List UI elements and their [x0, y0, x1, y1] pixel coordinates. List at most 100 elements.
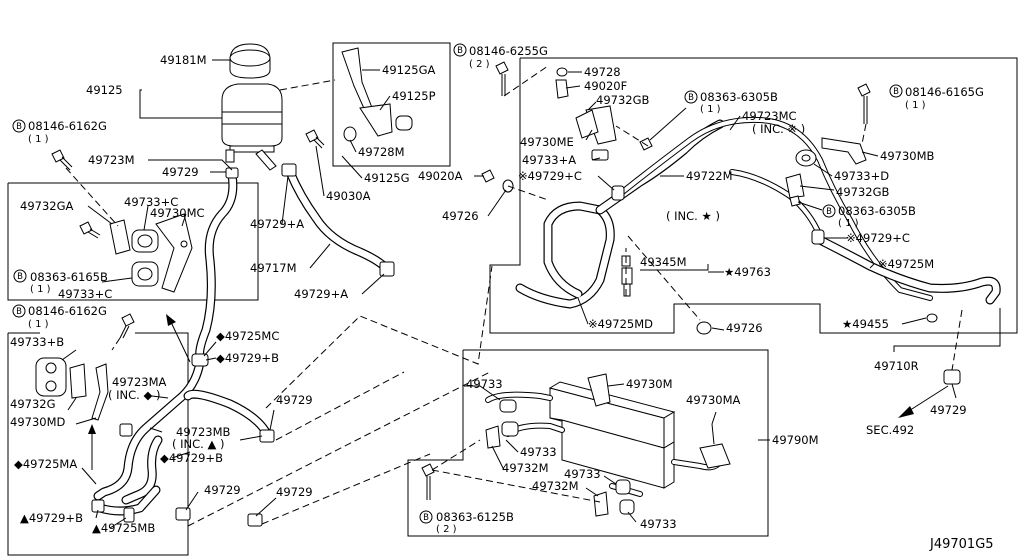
- dash-08146-6165g: [861, 123, 867, 145]
- label-49730me: 49730ME: [520, 135, 574, 149]
- label-49726-b: 49726: [726, 321, 763, 335]
- dash-route-hoses: [275, 371, 405, 441]
- dash-route-bottom-2: [261, 453, 431, 525]
- clamp-49729-mid: [259, 429, 275, 443]
- label-49729c-a: ※49729+C: [518, 169, 582, 183]
- svg-text:B: B: [457, 46, 463, 56]
- bracket-49730md: [91, 363, 109, 421]
- label-49763: ★49763: [724, 265, 771, 279]
- label-inc-diamond: ( INC. ◆ ): [108, 388, 160, 402]
- cooler-group-box: [407, 349, 769, 537]
- label-49732ga: 49732GA: [20, 199, 73, 213]
- fitting-49733a: [591, 149, 609, 161]
- lower-left-group-box: [7, 332, 189, 556]
- label-08146-6165g: 08146-6165G: [905, 85, 984, 99]
- grommet-49733-b: [501, 421, 519, 437]
- arrow-up-49723ma: [169, 319, 191, 363]
- label-49730md: 49730MD: [10, 415, 66, 429]
- label-49125p: 49125P: [392, 89, 436, 103]
- svg-text:B: B: [688, 93, 694, 103]
- washer-49726-lower: [696, 321, 712, 335]
- label-49728m: 49728M: [358, 145, 405, 159]
- clamp-49732g: [69, 363, 87, 399]
- label-sec492: SEC.492: [866, 423, 914, 437]
- label-49020a: 49020A: [418, 169, 463, 183]
- bush-49125p: [395, 115, 413, 131]
- label-08146-6162g-a: 08146-6162G: [28, 119, 107, 133]
- bolt-49030a: [305, 129, 325, 149]
- bracket-49730me: [575, 109, 599, 139]
- grommet-49733b: [35, 357, 67, 397]
- svg-text:B: B: [423, 513, 429, 523]
- grommet-49733-d: [619, 499, 635, 515]
- label-qty-1-f: ( 1 ): [838, 218, 859, 229]
- bolt-markers: [12, 43, 903, 524]
- label-08363-6305b-b: 08363-6305B: [838, 204, 916, 218]
- label-49729b-d: ◆49729+B: [160, 451, 223, 465]
- bolt-08363-6165b: [79, 221, 101, 239]
- pressure-switch-49345m: [621, 255, 633, 297]
- arrow-up-49725ma-head: [88, 424, 96, 434]
- clamp-49732m-upper: [485, 425, 501, 449]
- dash-49020a: [507, 185, 549, 201]
- bracket-49730ma: [699, 423, 731, 469]
- label-49345m: 49345M: [640, 255, 687, 269]
- bolt-49020f: [555, 79, 569, 99]
- label-49729-tank: 49729: [162, 165, 199, 179]
- label-49710r: 49710R: [874, 359, 919, 373]
- bolt-08146-6162g-lower: [119, 313, 135, 339]
- oil-cooler-49790m: [548, 381, 676, 489]
- label-inc-triangle: ( INC. ▲ ): [172, 437, 224, 451]
- label-49729a-b: 49729+A: [294, 287, 348, 301]
- label-qty-1-e: ( 1 ): [905, 100, 926, 111]
- label-qty-2-a: ( 2 ): [469, 59, 490, 70]
- upper-left-group-box: [7, 182, 259, 301]
- dash-49726-lower: [627, 235, 701, 321]
- label-inc-ref: ( INC. ※ ): [752, 122, 805, 136]
- label-49729b-c: ◆49729+B: [216, 351, 279, 365]
- clamp-49729c-left: [611, 185, 625, 201]
- dash-bolt-lower: [111, 337, 121, 351]
- right-group-box: [489, 57, 1018, 334]
- svg-text:B: B: [16, 307, 22, 317]
- clamp-49729a-lower: [379, 261, 395, 277]
- reservoir-bracket-box: [332, 42, 451, 167]
- diagram-id: J49701G5: [929, 537, 994, 552]
- svg-text:B: B: [826, 207, 832, 217]
- label-49020f: 49020F: [584, 79, 627, 93]
- dash-tank-to-bracket: [279, 79, 336, 91]
- bolt-49020a: [481, 169, 495, 183]
- label-49729-mid: 49729: [276, 393, 313, 407]
- label-49723mc: 49723MC: [742, 109, 797, 123]
- dash-bolt-upper: [65, 167, 119, 227]
- clamp-49729-lower-c: [247, 513, 263, 527]
- label-49729b-bl: ▲49729+B: [20, 511, 83, 525]
- bolt-08363-6305b-lower: [789, 195, 801, 207]
- label-49733d: 49733+D: [834, 169, 889, 183]
- grommet-49728: [556, 67, 568, 77]
- label-49730m: 49730M: [626, 377, 673, 391]
- label-49733c-a: 49733+C: [124, 195, 178, 209]
- label-49730mb: 49730MB: [880, 149, 935, 163]
- clamp-49732ga: [109, 219, 131, 255]
- label-49733c-b: 49733+C: [58, 287, 112, 301]
- label-qty-1-c: ( 1 ): [28, 319, 49, 330]
- clamp-49455: [926, 313, 938, 323]
- label-qty-2-b: ( 2 ): [436, 524, 457, 535]
- label-qty-1-a: ( 1 ): [28, 134, 49, 145]
- clamp-49729-tank: [225, 167, 239, 179]
- clamp-49729b-mid: [191, 353, 209, 367]
- label-08146-6255g: 08146-6255G: [469, 44, 548, 58]
- label-49722m: 49722M: [686, 169, 733, 183]
- leader-lines: [61, 59, 1001, 529]
- label-49733b: 49733+B: [10, 335, 64, 349]
- label-49723mb: 49723MB: [176, 425, 231, 439]
- label-49030a: 49030A: [326, 189, 371, 203]
- label-qty-1-d: ( 1 ): [700, 104, 721, 115]
- label-49729c-b: ※49729+C: [846, 231, 910, 245]
- label-49455: ★49455: [842, 317, 889, 331]
- label-49732g: 49732G: [10, 397, 56, 411]
- label-49732m-a: 49732M: [502, 461, 549, 475]
- oil-reservoir-tank: [221, 83, 283, 171]
